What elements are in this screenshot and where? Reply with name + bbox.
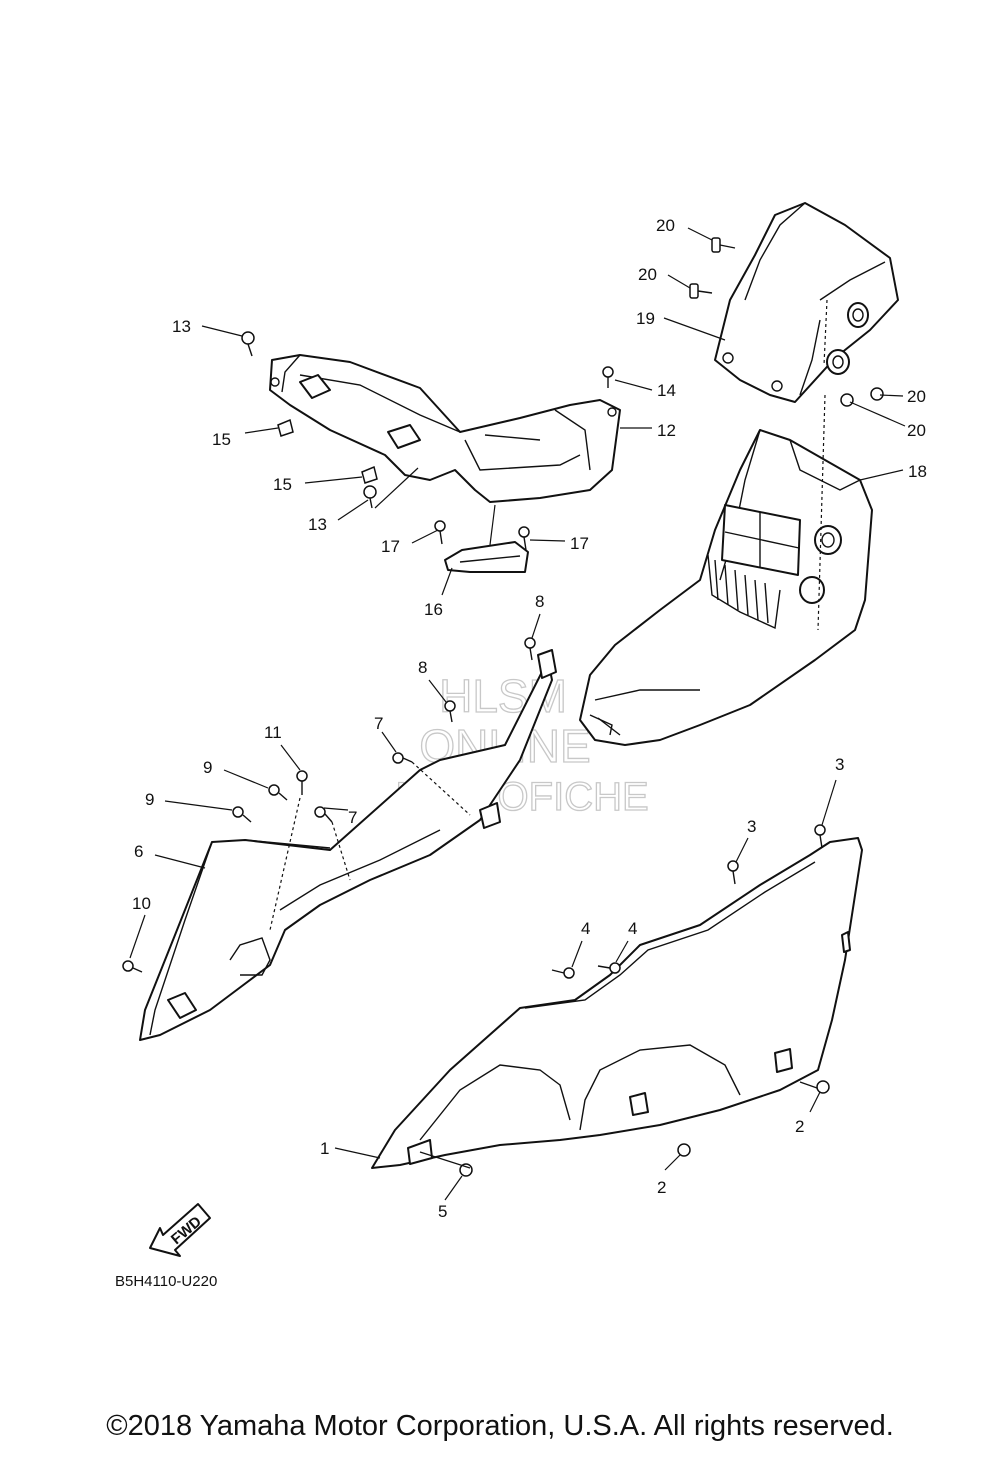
callout-2b: 2 <box>657 1178 666 1197</box>
screw-2a-icon <box>816 1080 830 1094</box>
screw-7b-icon <box>314 806 333 823</box>
screw-8b-icon <box>444 700 456 723</box>
alignment-lines <box>269 299 828 931</box>
callout-20d: 20 <box>907 421 926 440</box>
callout-5: 5 <box>438 1202 447 1221</box>
fasteners <box>122 237 884 1177</box>
callout-18: 18 <box>908 462 927 481</box>
callout-7a: 7 <box>374 714 383 733</box>
callout-19: 19 <box>636 309 655 328</box>
part-1-side-panel <box>371 837 863 1169</box>
part-12-tail-cover <box>269 354 621 503</box>
part-16-bracket <box>444 541 529 573</box>
screw-3a-icon <box>814 824 826 849</box>
screw-17a-icon <box>434 520 446 545</box>
callout-15a: 15 <box>212 430 231 449</box>
callout-3b: 3 <box>747 817 756 836</box>
screw-13b-icon <box>363 485 377 509</box>
leader-lines <box>129 227 906 1201</box>
callout-20c: 20 <box>907 387 926 406</box>
callout-12: 12 <box>657 421 676 440</box>
callout-16: 16 <box>424 600 443 619</box>
callout-9a: 9 <box>203 758 212 777</box>
clip-15b-icon <box>361 465 378 484</box>
callout-13a: 13 <box>172 317 191 336</box>
screw-2b-icon <box>677 1143 691 1157</box>
screw-13a-icon <box>241 331 255 357</box>
callout-20b: 20 <box>638 265 657 284</box>
callouts: 1 2 2 3 3 4 4 5 6 7 7 8 8 9 9 10 11 12 1… <box>132 216 927 1221</box>
drawing-code: B5H4110-U220 <box>115 1273 217 1290</box>
screw-14-icon <box>602 366 614 388</box>
part-18-centre-console <box>579 429 873 746</box>
callout-8b: 8 <box>418 658 427 677</box>
callout-14: 14 <box>657 381 676 400</box>
screw-20d-icon <box>840 393 854 407</box>
screw-10-icon <box>122 960 143 973</box>
screw-3b-icon <box>727 860 739 885</box>
screw-20b-icon <box>689 283 713 299</box>
callout-17a: 17 <box>381 537 400 556</box>
screw-20a-icon <box>711 237 736 253</box>
screw-7a-icon <box>392 752 413 764</box>
part-6-side-cover <box>139 649 557 1041</box>
callout-4b: 4 <box>628 919 637 938</box>
screw-9b-icon <box>232 806 252 823</box>
screw-5-icon <box>459 1163 473 1177</box>
callout-20a: 20 <box>656 216 675 235</box>
part-19-upper-cover <box>714 202 899 403</box>
callout-1: 1 <box>320 1139 329 1158</box>
fwd-arrow-icon: FWD <box>149 1203 211 1257</box>
callout-8a: 8 <box>535 592 544 611</box>
callout-3a: 3 <box>835 755 844 774</box>
callout-17b: 17 <box>570 534 589 553</box>
callout-9b: 9 <box>145 790 154 809</box>
callout-10: 10 <box>132 894 151 913</box>
screw-17b-icon <box>518 526 530 551</box>
screw-20c-icon <box>870 387 884 401</box>
screw-11-icon <box>296 770 308 795</box>
screw-4b-icon <box>597 962 621 974</box>
screw-9a-icon <box>268 784 288 801</box>
callout-13b: 13 <box>308 515 327 534</box>
screw-8a-icon <box>524 637 536 661</box>
callout-11: 11 <box>264 723 282 742</box>
callout-4a: 4 <box>581 919 590 938</box>
screw-4a-icon <box>551 967 575 979</box>
clip-15a-icon <box>277 418 294 437</box>
copyright-notice: ©2018 Yamaha Motor Corporation, U.S.A. A… <box>106 1410 894 1442</box>
callout-7b: 7 <box>348 808 357 827</box>
callout-15b: 15 <box>273 475 292 494</box>
callout-2a: 2 <box>795 1117 804 1136</box>
callout-6: 6 <box>134 842 143 861</box>
